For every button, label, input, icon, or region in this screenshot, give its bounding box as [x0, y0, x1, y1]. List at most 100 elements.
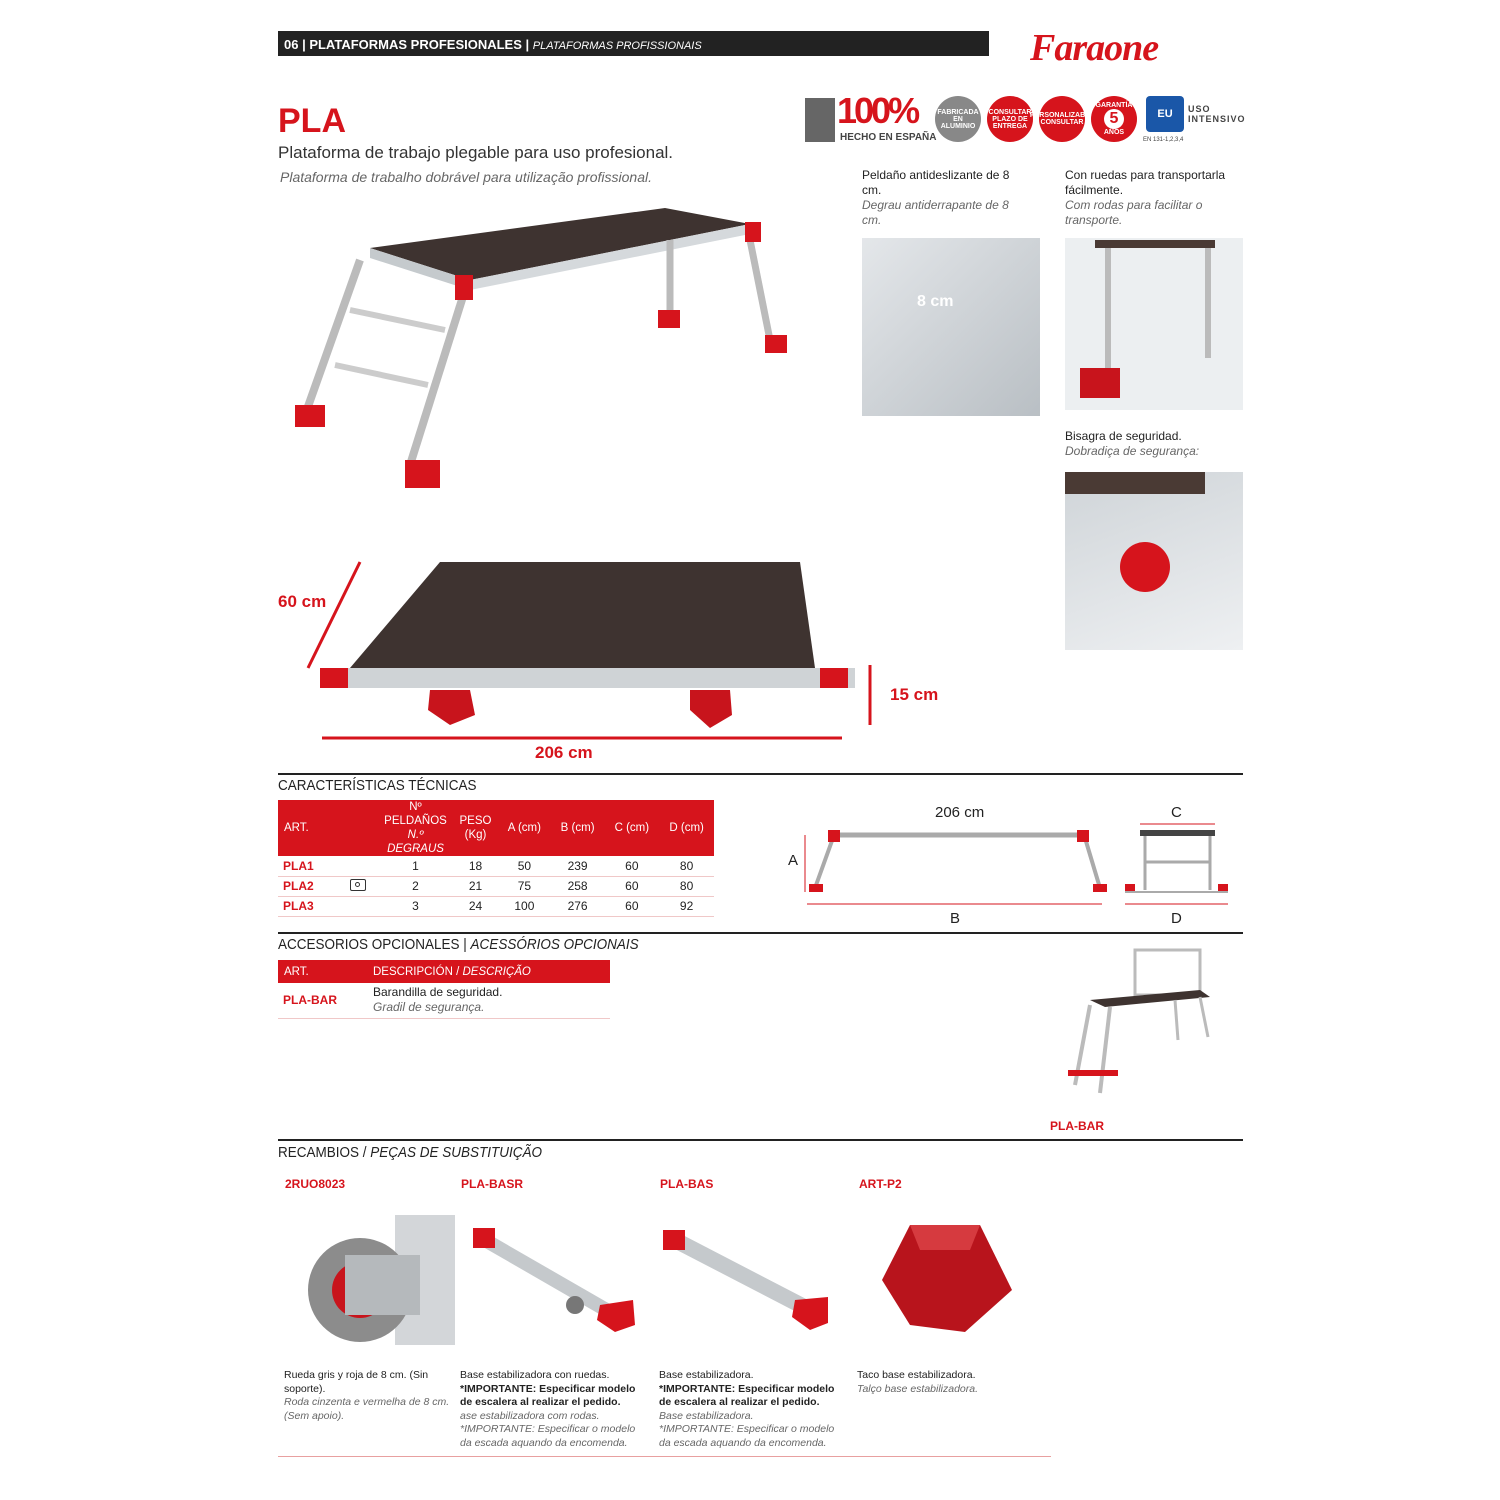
step-detail-image: 8 cm — [862, 238, 1040, 416]
product-image-folded — [306, 561, 872, 740]
step-dim-label: 8 cm — [917, 293, 954, 310]
spares-title: RECAMBIOS / — [278, 1144, 367, 1161]
col-weight: PESO (Kg) — [453, 800, 498, 856]
cell-blank — [338, 856, 378, 877]
spare-description: Taco base estabilizadora.Talço base esta… — [857, 1369, 1042, 1396]
customizable-badge: PERSONALIZABLE CONSULTAR — [1030, 96, 1094, 142]
cell-art: PLA-BAR — [278, 983, 373, 1019]
desc-pt: ase estabilizadora com rodas. — [460, 1409, 600, 1422]
cell-d: 92 — [659, 896, 714, 917]
cell-d: 80 — [659, 856, 714, 877]
spare-description: Base estabilizadora.*IMPORTANTE: Especif… — [659, 1369, 844, 1450]
feature-text-pt: Dobradiça de segurança: — [1065, 444, 1200, 458]
cell-c: 60 — [604, 856, 660, 877]
section-title: 06 | PLATAFORMAS PROFESIONALES | — [284, 37, 530, 52]
col-c: C (cm) — [604, 800, 660, 856]
accessories-title: ACCESORIOS OPCIONALES | — [278, 936, 467, 953]
desc-pt: Talço base estabilizadora. — [857, 1382, 979, 1395]
cell-c: 60 — [604, 896, 660, 917]
col-d: D (cm) — [659, 800, 714, 856]
divider — [278, 932, 1243, 934]
feature-step: Peldaño antideslizante de 8 cm.Degrau an… — [862, 168, 1027, 228]
product-subtitle: Plataforma de trabajo plegable para uso … — [278, 143, 674, 162]
diagram-c: C — [1171, 804, 1182, 821]
section-header-bar: 06 | PLATAFORMAS PROFESIONALES | PLATAFO… — [278, 31, 989, 56]
cell-steps: 1 — [378, 856, 453, 877]
spare-code: 2RUO8023 — [285, 1177, 346, 1191]
camera-icon[interactable] — [338, 876, 378, 897]
cell-a: 50 — [498, 856, 551, 877]
col-steps-label: Nº PELDAÑOS — [384, 801, 447, 827]
product-title: PLA — [278, 102, 346, 140]
product-subtitle-pt: Plataforma de trabalho dobrável para uti… — [280, 169, 652, 185]
cell-art: PLA3 — [278, 896, 338, 917]
made-label: HECHO EN ESPAÑA — [840, 132, 937, 143]
hinge-detail-image — [1065, 472, 1243, 650]
cell-weight: 18 — [453, 856, 498, 877]
pla-bar-label: PLA-BAR — [1050, 1119, 1104, 1133]
spare-description: Base estabilizadora con ruedas.*IMPORTAN… — [460, 1369, 645, 1450]
made-in-spain-badge: 100% HECHO EN ESPAÑA — [805, 90, 937, 144]
cell-steps: 3 — [378, 896, 453, 917]
feature-text-pt: Degrau antiderrapante de 8 cm. — [862, 198, 1009, 227]
dimension-diagram — [804, 823, 1228, 905]
dim-length-label: 206 cm — [535, 743, 593, 762]
desc-es: Barandilla de seguridad. — [373, 985, 503, 1000]
feature-hinge: Bisagra de seguridad.Dobradiça de segura… — [1065, 429, 1230, 459]
diagram-b: B — [950, 910, 961, 927]
spare-code: ART-P2 — [859, 1177, 902, 1191]
feature-text: Peldaño antideslizante de 8 cm. — [862, 168, 1010, 197]
divider — [278, 773, 1243, 775]
desc-es: Base estabilizadora con ruedas. — [460, 1369, 610, 1381]
warranty-label: GARANTÍA — [1095, 102, 1133, 109]
intensive-use-label: USO INTENSIVO — [1188, 104, 1246, 124]
bottom-divider — [278, 1456, 1051, 1457]
desc-pt: Roda cinzenta e vermelha de 8 cm. (Sem a… — [284, 1396, 450, 1422]
desc-es: Rueda gris y roja de 8 cm. (Sin soporte)… — [284, 1369, 429, 1395]
dim-width-label: 60 cm — [278, 592, 327, 611]
diagram-a: A — [788, 852, 799, 869]
desc-important: *IMPORTANTE: Especificar modelo de escal… — [460, 1382, 636, 1409]
diagram-d: D — [1171, 910, 1182, 927]
cell-art: PLA1 — [278, 856, 338, 877]
desc-important: *IMPORTANTE: Especificar modelo de escal… — [659, 1382, 835, 1409]
cell-a: 100 — [498, 896, 551, 917]
norm-label: EN 131-1,2,3,4 — [1143, 137, 1184, 143]
desc-pt: Base estabilizadora. — [659, 1409, 754, 1422]
wheels-detail-image — [1065, 238, 1243, 410]
base-image — [663, 1230, 828, 1330]
aluminium-badge: FABRICADA EN ALUMINIO — [935, 96, 981, 142]
made-pct: 100% — [837, 90, 920, 131]
delivery-badge: CONSULTAR PLAZO DE ENTREGA — [987, 96, 1033, 142]
pla-bar-image — [1068, 948, 1210, 1094]
cell-steps: 2 — [378, 876, 453, 897]
specs-heading: CARACTERÍSTICAS TÉCNICAS — [278, 777, 477, 794]
spares-heading: RECAMBIOS / PEÇAS DE SUBSTITUIÇÃO — [278, 1144, 542, 1161]
cell-b: 276 — [550, 896, 605, 917]
desc-es: Taco base estabilizadora. — [857, 1369, 976, 1381]
desc-pt-important: *IMPORTANTE: Especificar o modelo da esc… — [460, 1423, 636, 1449]
cell-c: 60 — [604, 876, 660, 897]
col-steps-label-pt: N.º DEGRAUS — [387, 829, 444, 855]
cell-weight: 21 — [453, 876, 498, 897]
spare-description: Rueda gris y roja de 8 cm. (Sin soporte)… — [284, 1369, 469, 1423]
brand-logo: Faraone — [1030, 27, 1159, 69]
dim-height-label: 15 cm — [890, 685, 939, 704]
product-image-unfolded — [295, 208, 787, 488]
desc-es: Base estabilizadora. — [659, 1369, 754, 1381]
cell-a: 75 — [498, 876, 551, 897]
section-title-pt: PLATAFORMAS PROFISSIONAIS — [532, 40, 702, 52]
spare-code: PLA-BASR — [461, 1177, 523, 1191]
spare-code: PLA-BAS — [660, 1177, 714, 1191]
warranty-years: 5 — [1104, 109, 1124, 129]
table-header-row: ART.DESCRIPCIÓN / DESCRIÇÃO — [278, 960, 610, 983]
cell-b: 239 — [550, 856, 605, 877]
feature-text: Bisagra de seguridad. — [1065, 429, 1182, 443]
